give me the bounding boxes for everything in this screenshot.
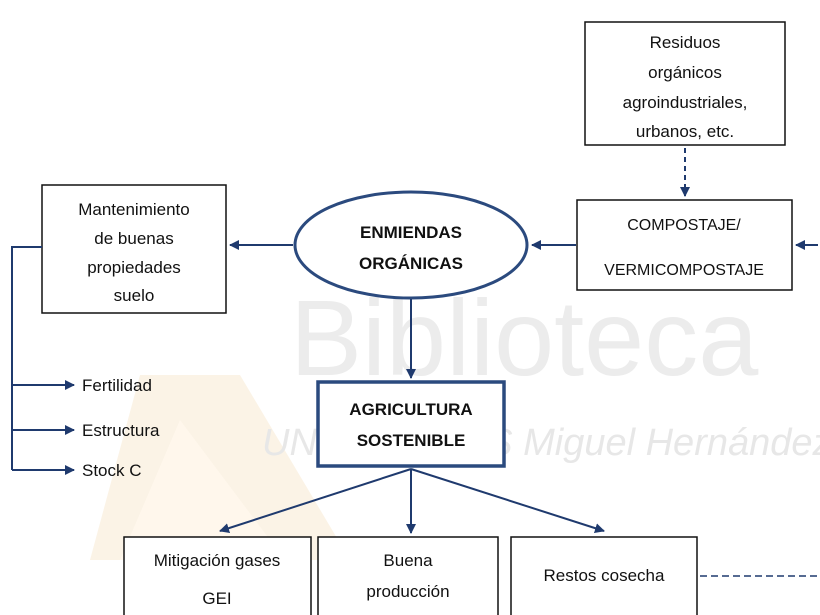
arrow-agricultura-to-mitigacion bbox=[219, 468, 412, 533]
mantenimiento-line-3: propiedades bbox=[87, 258, 181, 277]
mitigacion-line-2: GEI bbox=[202, 589, 231, 608]
agricultura-node: AGRICULTURA SOSTENIBLE bbox=[316, 380, 506, 468]
residuos-line-3: agroindustriales, bbox=[623, 93, 748, 112]
restos-line-1: Restos cosecha bbox=[544, 566, 665, 585]
arrow-agricultura-to-restos bbox=[410, 468, 605, 534]
mitigacion-node: Mitigación gases GEI bbox=[123, 536, 312, 615]
watermark-word: Biblioteca bbox=[290, 277, 759, 398]
residuos-line-4: urbanos, etc. bbox=[636, 122, 734, 141]
agricultura-line-1: AGRICULTURA bbox=[349, 400, 472, 419]
residuos-line-1: Residuos bbox=[650, 33, 721, 52]
mantenimiento-line-1: Mantenimiento bbox=[78, 200, 190, 219]
property-stock-c: Stock C bbox=[82, 461, 142, 480]
produccion-line-1: Buena bbox=[383, 551, 433, 570]
residuos-node: Residuos orgánicos agroindustriales, urb… bbox=[584, 21, 786, 146]
agricultura-line-2: SOSTENIBLE bbox=[357, 431, 466, 450]
produccion-line-2: producción bbox=[366, 582, 449, 601]
mantenimiento-node: Mantenimiento de buenas propiedades suel… bbox=[41, 184, 227, 314]
produccion-node: Buena producción bbox=[317, 536, 499, 615]
property-fertilidad: Fertilidad bbox=[82, 376, 152, 395]
enmiendas-line-2: ORGÁNICAS bbox=[359, 254, 463, 273]
compostaje-line-1: COMPOSTAJE/ bbox=[627, 217, 741, 234]
compostaje-node: COMPOSTAJE/ VERMICOMPOSTAJE bbox=[576, 199, 793, 291]
enmiendas-node: ENMIENDAS ORGÁNICAS bbox=[293, 190, 529, 300]
mantenimiento-line-2: de buenas bbox=[94, 229, 173, 248]
properties-bracket bbox=[11, 246, 42, 470]
enmiendas-line-1: ENMIENDAS bbox=[360, 223, 462, 242]
restos-node: Restos cosecha bbox=[510, 536, 698, 615]
residuos-line-2: orgánicos bbox=[648, 63, 722, 82]
property-estructura: Estructura bbox=[82, 421, 160, 440]
mitigacion-line-1: Mitigación gases bbox=[154, 551, 281, 570]
mantenimiento-line-4: suelo bbox=[114, 286, 155, 305]
compostaje-line-2: VERMICOMPOSTAJE bbox=[604, 262, 764, 279]
